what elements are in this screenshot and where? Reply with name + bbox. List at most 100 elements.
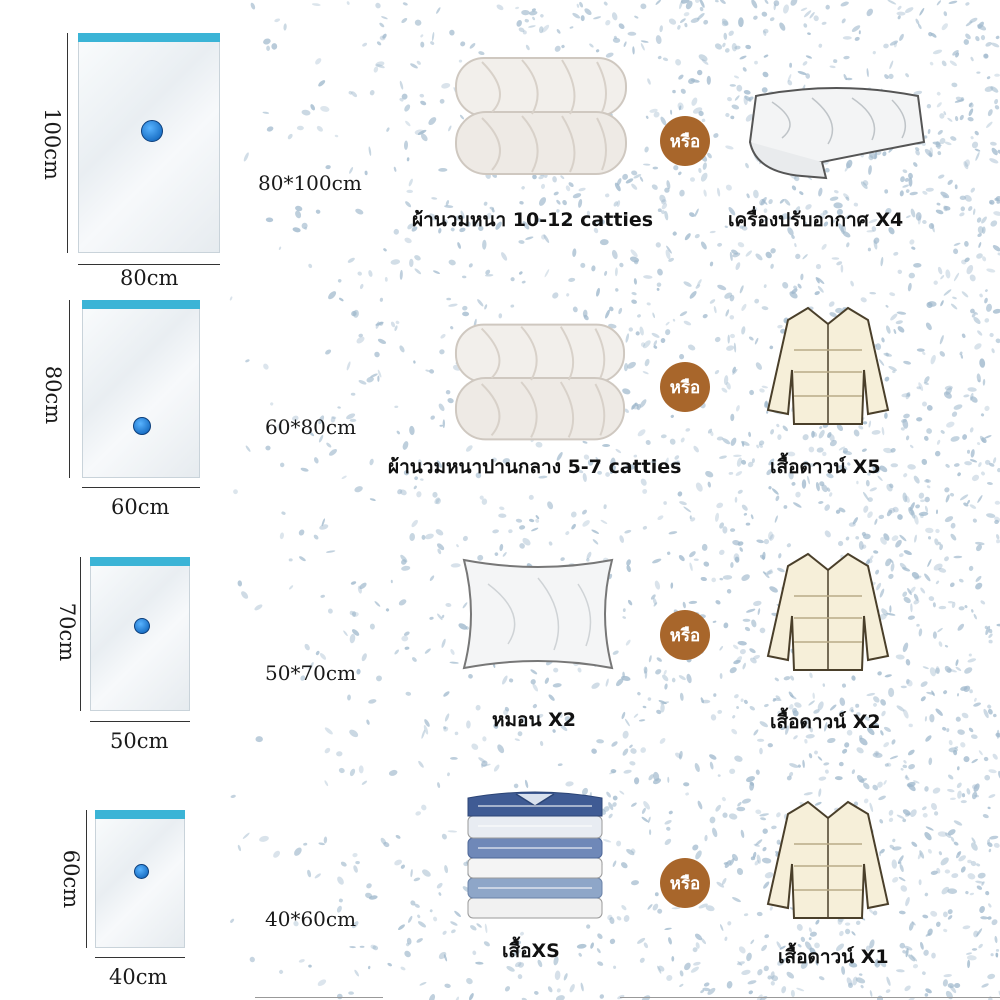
speckle — [953, 404, 963, 410]
speckle — [665, 329, 671, 336]
speckle — [738, 17, 744, 28]
speckle — [651, 459, 657, 464]
left-item-caption: ผ้านวมหนาปานกลาง 5-7 catties — [388, 456, 682, 478]
speckle — [887, 0, 897, 5]
speckle — [885, 208, 892, 215]
speckle — [733, 454, 742, 458]
speckle — [886, 509, 893, 517]
speckle — [844, 214, 852, 219]
speckle — [926, 302, 933, 308]
speckle — [279, 532, 284, 540]
speckle — [960, 354, 963, 359]
speckle — [678, 105, 682, 111]
speckle — [366, 719, 370, 725]
speckle — [347, 257, 355, 263]
speckle — [544, 269, 550, 278]
bag-height-label: 60cm — [59, 849, 84, 909]
speckle — [897, 326, 905, 333]
speckle — [421, 534, 426, 540]
speckle — [701, 543, 708, 551]
speckle — [460, 210, 465, 219]
speckle — [831, 219, 836, 224]
speckle — [873, 702, 877, 707]
size-row-4: 60cm 40cm 40*60cm เสื้อXS หรือ เสื้อดาวน… — [0, 750, 1000, 1000]
speckle — [766, 410, 769, 414]
speckle — [888, 507, 896, 514]
speckle — [977, 24, 987, 31]
speckle — [369, 90, 375, 96]
speckle — [855, 920, 861, 926]
speckle — [686, 673, 692, 684]
speckle — [842, 36, 852, 40]
speckle — [518, 27, 525, 33]
speckle — [697, 800, 703, 810]
speckle — [331, 416, 337, 419]
speckle — [909, 444, 914, 449]
speckle — [679, 354, 685, 360]
speckle — [582, 473, 587, 482]
speckle — [715, 0, 719, 3]
speckle — [712, 620, 717, 623]
speckle — [805, 55, 812, 59]
speckle — [803, 959, 808, 963]
speckle — [836, 208, 843, 216]
speckle — [867, 472, 871, 476]
speckle — [266, 126, 274, 132]
speckle — [614, 267, 618, 277]
speckle — [429, 369, 435, 374]
speckle — [822, 451, 827, 457]
speckle — [889, 60, 894, 70]
speckle — [726, 981, 733, 989]
speckle — [866, 692, 876, 697]
speckle — [569, 984, 575, 993]
speckle — [694, 233, 700, 239]
speckle — [748, 431, 752, 438]
speckle — [935, 528, 940, 534]
speckle — [705, 905, 715, 912]
speckle — [552, 683, 562, 688]
speckle — [724, 48, 730, 53]
speckle — [915, 212, 922, 221]
speckle — [249, 956, 255, 963]
speckle — [556, 988, 561, 993]
speckle — [864, 716, 870, 721]
speckle — [819, 426, 823, 430]
speckle — [586, 924, 591, 929]
speckle — [654, 892, 659, 897]
speckle — [659, 194, 666, 203]
speckle — [764, 0, 769, 4]
speckle — [734, 556, 740, 563]
speckle — [896, 311, 907, 315]
speckle — [736, 806, 746, 812]
speckle — [900, 176, 905, 183]
speckle — [631, 802, 637, 807]
speckle — [956, 693, 960, 697]
speckle — [652, 558, 662, 564]
speckle — [640, 342, 646, 347]
speckle — [738, 946, 746, 954]
speckle — [937, 831, 948, 837]
speckle — [767, 743, 773, 748]
speckle — [818, 788, 822, 797]
speckle — [746, 952, 752, 962]
speckle — [482, 239, 487, 250]
speckle — [996, 539, 1000, 544]
speckle — [979, 358, 986, 368]
speckle — [944, 141, 952, 146]
speckle — [359, 283, 364, 290]
speckle — [789, 763, 799, 768]
speckle — [326, 442, 332, 448]
speckle — [866, 229, 875, 233]
speckle — [890, 463, 899, 468]
speckle — [860, 984, 864, 989]
speckle — [824, 722, 828, 732]
speckle — [838, 710, 844, 715]
speckle — [663, 669, 667, 675]
speckle — [878, 795, 886, 801]
speckle — [918, 511, 929, 517]
speckle — [937, 151, 942, 156]
speckle — [722, 42, 726, 48]
speckle — [572, 306, 578, 313]
speckle — [926, 485, 931, 489]
speckle — [736, 867, 744, 876]
